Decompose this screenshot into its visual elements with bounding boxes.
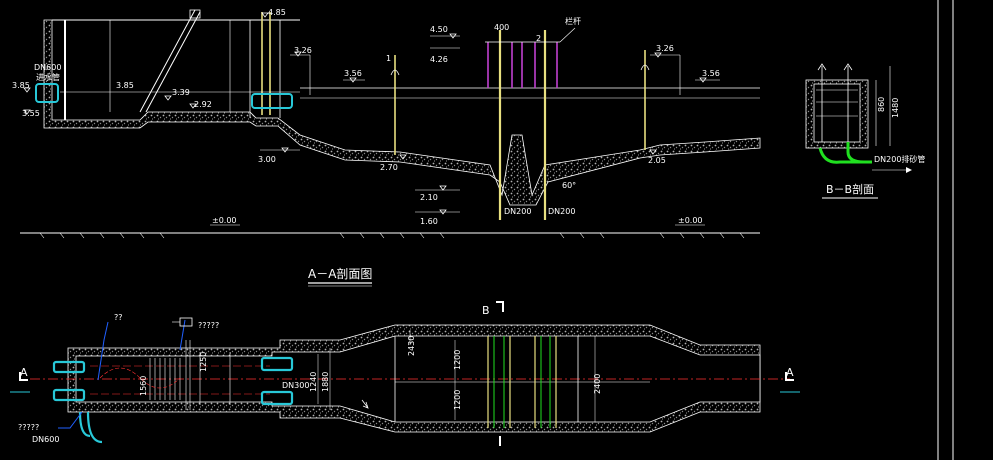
bb-pipe-label: DN200排砂管 [874,154,925,164]
elev-weir: 2.92 [194,100,212,109]
plan-dim-1880: 1880 [321,372,330,392]
plan-dim-2400: 2400 [593,374,602,394]
elev-level-mid: 3.56 [344,69,362,78]
section-bb: 860 1480 DN200排砂管 B－B剖面 [805,63,925,199]
channel-floor-concrete [43,19,761,206]
bb-dim-b: 1480 [891,98,900,118]
plan-dim-2430: 2430 [407,336,416,356]
plan-view: A A B ?? ????? ????? DN600 DN300 1240 18… [10,301,800,446]
plan-callout-bottom: ????? [18,423,39,432]
elev-hopper-b: 1.60 [420,217,438,226]
elev-ground-right: ±0.00 [678,216,703,225]
elev-step-1: 3.26 [294,46,312,55]
plan-dim-1250: 1250 [199,352,208,372]
plan-marker-b: B [482,304,490,317]
post-label: 栏杆 [565,16,581,26]
section-aa-title: A－A剖面图 [308,267,372,281]
elev-right-bed: 2.05 [648,156,666,165]
rod-number-2: 1 [386,54,391,63]
elev-right-step: 3.26 [656,44,674,53]
bb-dim-a: 860 [877,97,886,112]
elev-left-top: 3.85 [12,81,30,90]
plan-marker-a-left: A [20,366,28,379]
outlet-pipe [251,93,293,109]
plan-pipe-dn300: DN300 [282,381,309,390]
plan-callout-gauge: ????? [198,321,219,330]
elev-upper-b: 4.26 [430,55,448,64]
section-aa: 1 2 DN600 进水管 3.85 3.55 3.85 3.39 2.92 4… [12,8,761,287]
elev-bed-low: 3.00 [258,155,276,164]
elev-ground-left: ±0.00 [212,216,237,225]
inlet-pipe-label: DN600 [34,63,61,72]
plan-dim-1200-a: 1200 [453,350,462,370]
inlet-pipe-sublabel: 进水管 [36,72,60,82]
elev-right-water: 3.56 [702,69,720,78]
elev-top-rail: 4.85 [268,8,286,17]
plan-dim-1560: 1560 [139,376,148,396]
railing-posts [487,42,558,88]
rod-number-1: 2 [536,34,541,43]
plan-dim-1200-b: 1200 [453,390,462,410]
dn200-label-a: DN200 [504,207,531,216]
angle-label: 60° [562,181,576,190]
dn200-label-b: DN200 [548,207,575,216]
elev-inlet-water: 3.85 [116,81,134,90]
drawing-frame [937,0,954,460]
dimension-top: 400 [494,23,509,32]
elev-upper-a: 4.50 [430,25,448,34]
section-bb-title: B－B剖面 [826,182,874,196]
inlet-pipe [35,83,59,103]
plan-dim-1240: 1240 [309,372,318,392]
plan-marker-a-right: A [786,366,794,379]
inlet-chamber [64,20,66,120]
elev-water-1: 3.39 [172,88,190,97]
elev-left-bottom: 3.55 [22,109,40,118]
sludge-discharge-pipe [818,142,872,164]
plan-callout-top: ?? [114,313,123,322]
elev-bed-2: 2.70 [380,163,398,172]
elev-hopper-a: 2.10 [420,193,438,202]
plan-pipe-dn600: DN600 [32,435,59,444]
